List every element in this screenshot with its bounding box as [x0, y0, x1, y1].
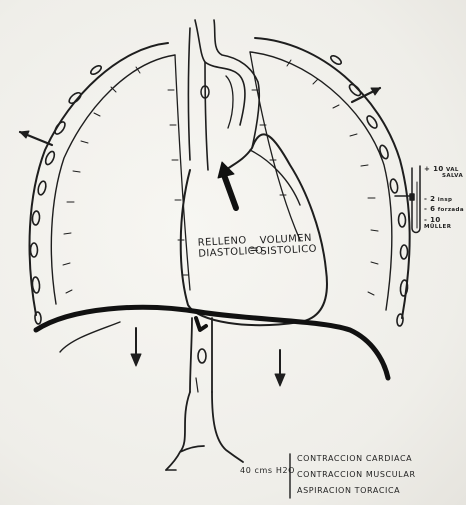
scale-minus10: - 10	[424, 216, 441, 224]
equals-sign: =	[249, 242, 260, 257]
valsalva-line2: SALVA	[442, 173, 463, 179]
scale-minus2: - 2	[424, 195, 435, 203]
left-lung-outline	[30, 43, 168, 315]
valsalva-label: + 10 VAL SALVA	[424, 166, 463, 179]
left-rib-shadows	[31, 64, 103, 324]
insp-text: insp	[438, 197, 453, 203]
volume-label: VOLUMEN SISTOLICO	[259, 233, 317, 258]
muller-text: MÜLLER	[424, 224, 451, 230]
forced-text: forzada	[438, 207, 464, 213]
heart-outline	[181, 134, 327, 325]
scale-plus10: + 10	[424, 165, 444, 173]
insp-label: - 2 insp	[424, 196, 452, 203]
aortic-arch	[195, 20, 245, 125]
inferior-vena-cava	[190, 318, 192, 392]
muller-label: - 10 MÜLLER	[424, 217, 466, 230]
vena-cava-right-wall	[205, 62, 208, 170]
legend-item-muscular: CONTRACCION MUSCULAR	[297, 470, 416, 479]
pressure-label: 40 cms H2O	[240, 466, 295, 475]
legend-item-thoracic: ASPIRACION TORACICA	[297, 486, 400, 495]
forced-label: - 6 forzada	[424, 206, 464, 213]
scale-minus6: - 6	[424, 205, 435, 213]
blood-flow-arrow	[224, 175, 236, 208]
left-lung-inner-outline	[51, 55, 175, 304]
iliac-bifurcation	[166, 392, 243, 470]
right-lung-inner-outline	[250, 52, 392, 310]
right-rib-shadows	[329, 54, 408, 326]
legend-item-cardiac: CONTRACCION CARDIACA	[297, 454, 412, 463]
vena-cava-left-wall	[189, 28, 191, 160]
